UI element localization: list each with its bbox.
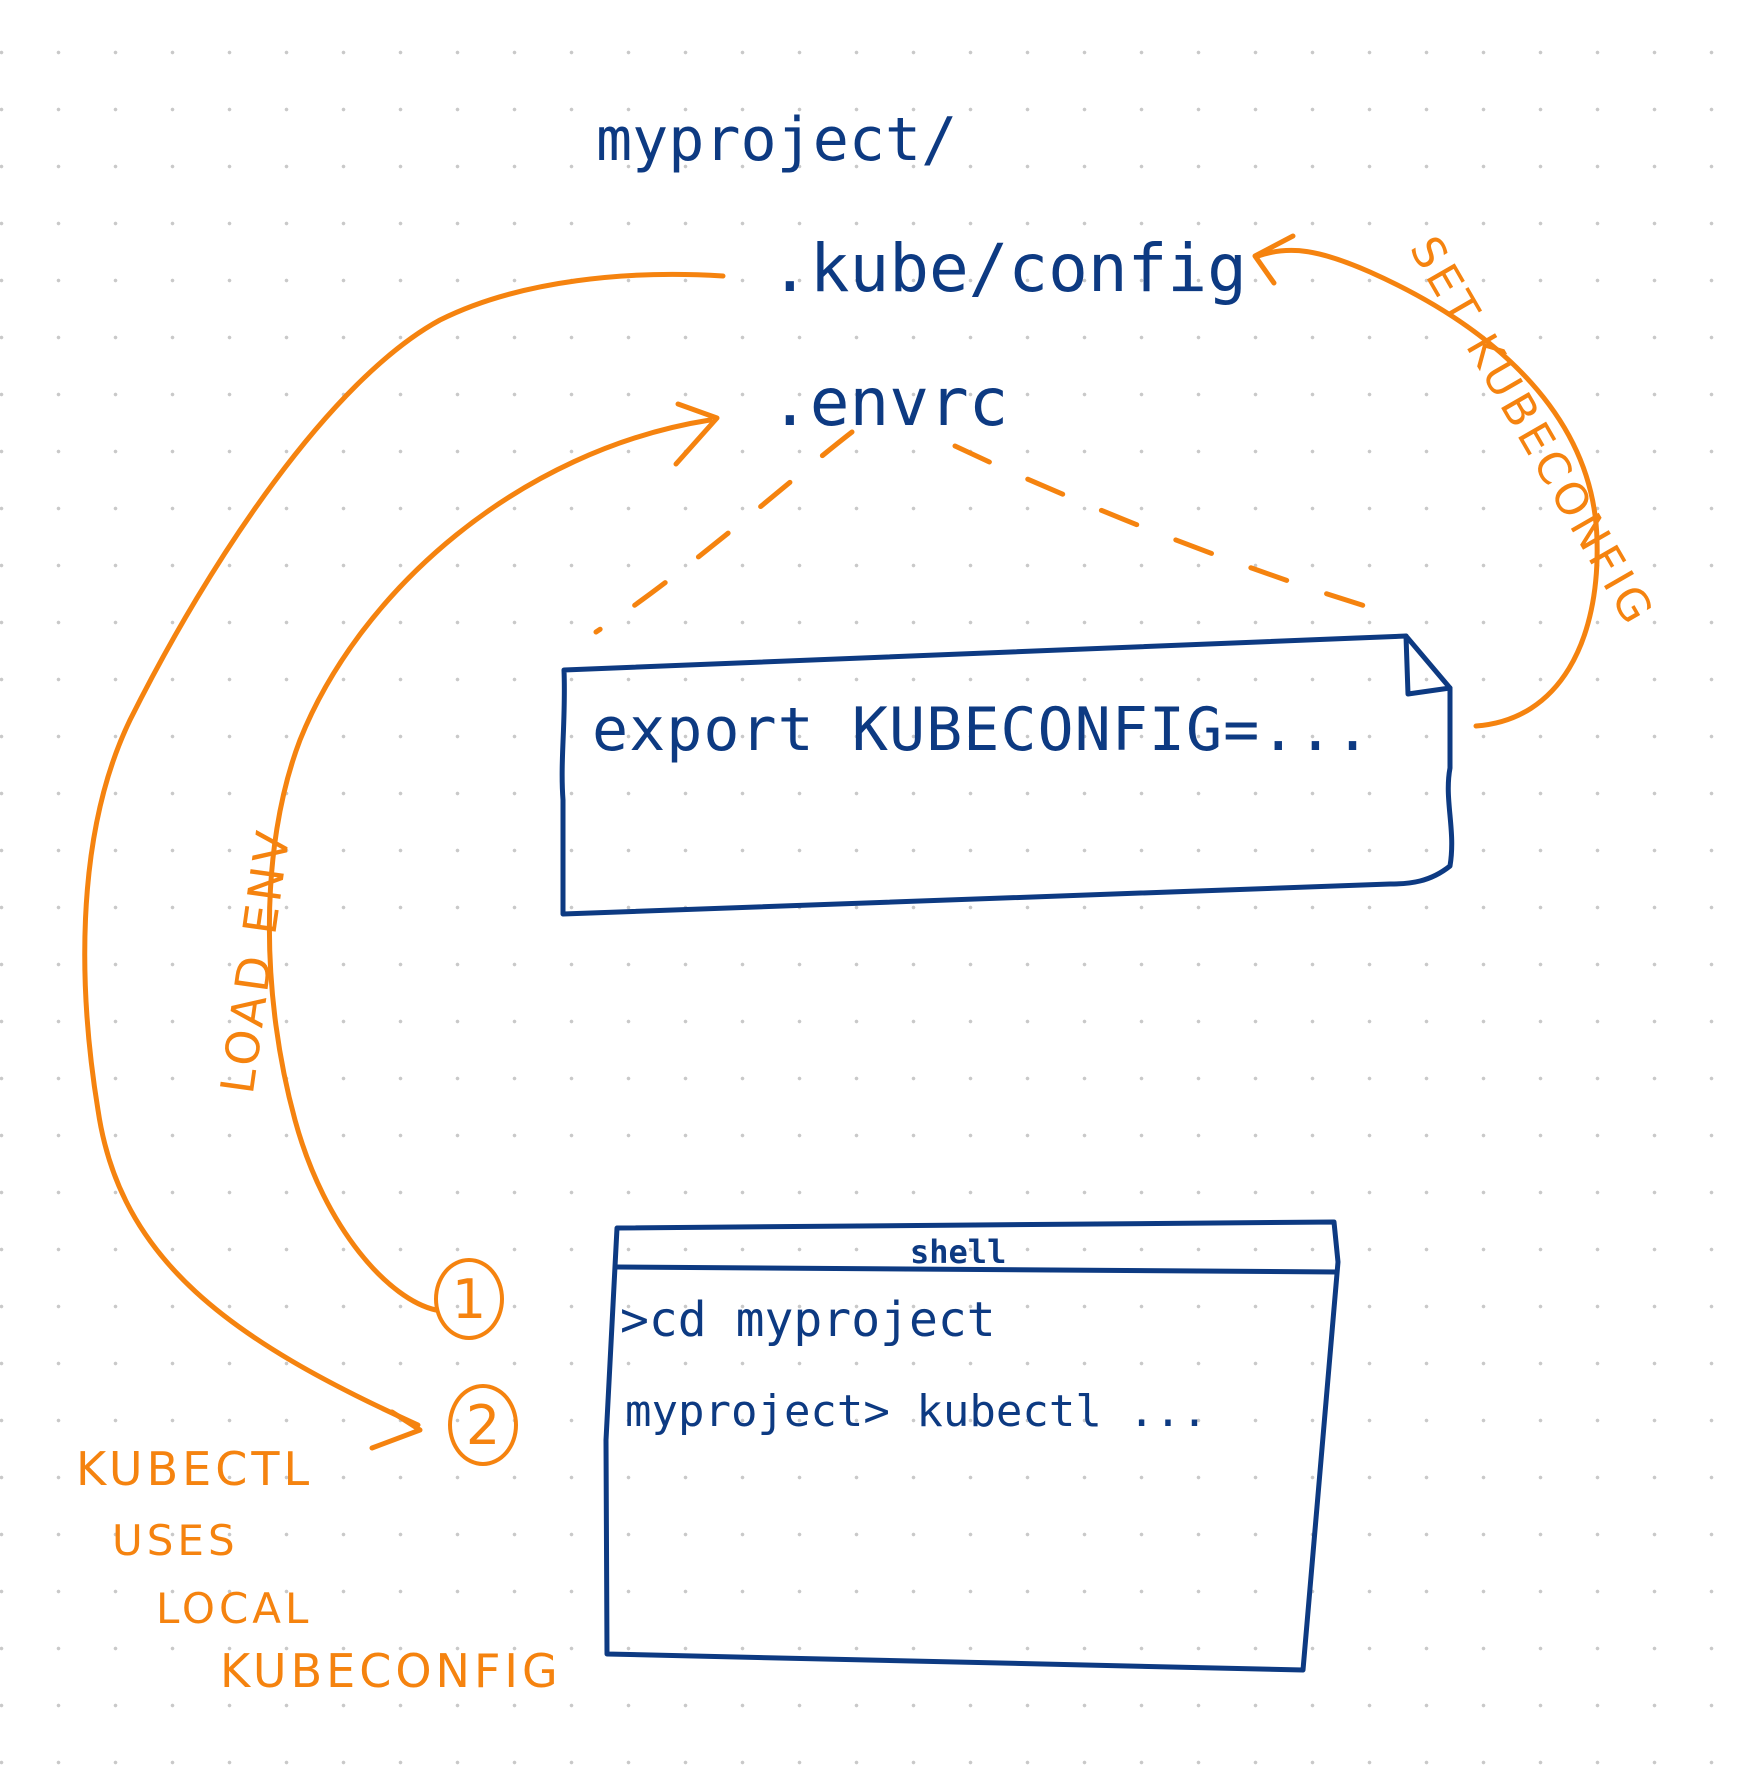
kubectl-config-arrow — [82, 271, 726, 1428]
kubectl-note-line-2: USES — [112, 1516, 239, 1565]
step-1-number: 1 — [451, 1267, 487, 1331]
kubectl-note-line-1: KUBECTL — [76, 1442, 314, 1496]
envrc-label: .envrc — [770, 364, 1009, 441]
envrc-content: export KUBECONFIG=... — [592, 695, 1372, 765]
shell-window-titlebar-line — [614, 1264, 1340, 1275]
envrc-file-box — [559, 633, 1455, 917]
step-2-number: 2 — [465, 1393, 501, 1457]
shell-line-2: myproject> kubectl ... — [625, 1386, 1208, 1437]
shell-window-frame — [603, 1219, 1341, 1673]
dashed-guide-right — [952, 443, 1388, 615]
load-env-arrowhead — [673, 401, 720, 467]
dashed-guide-left — [593, 429, 855, 635]
kubectl-config-arrowhead — [369, 1409, 423, 1451]
step-1-marker: 1 — [434, 1258, 504, 1340]
kubectl-note-line-3: LOCAL — [156, 1584, 313, 1633]
step-2-marker: 2 — [448, 1384, 518, 1466]
load-env-arrow — [266, 417, 713, 1313]
shell-title: shell — [910, 1233, 1007, 1271]
shell-line-1: >cd myproject — [620, 1292, 996, 1348]
envrc-file-fold — [1403, 633, 1453, 697]
kube-config-label: .kube/config — [770, 230, 1247, 307]
kubectl-note-line-4: KUBECONFIG — [220, 1644, 562, 1698]
set-kubeconfig-arrowhead — [1252, 233, 1296, 286]
set-kubeconfig-arrow — [1255, 247, 1600, 729]
project-dir-label: myproject/ — [596, 105, 958, 175]
